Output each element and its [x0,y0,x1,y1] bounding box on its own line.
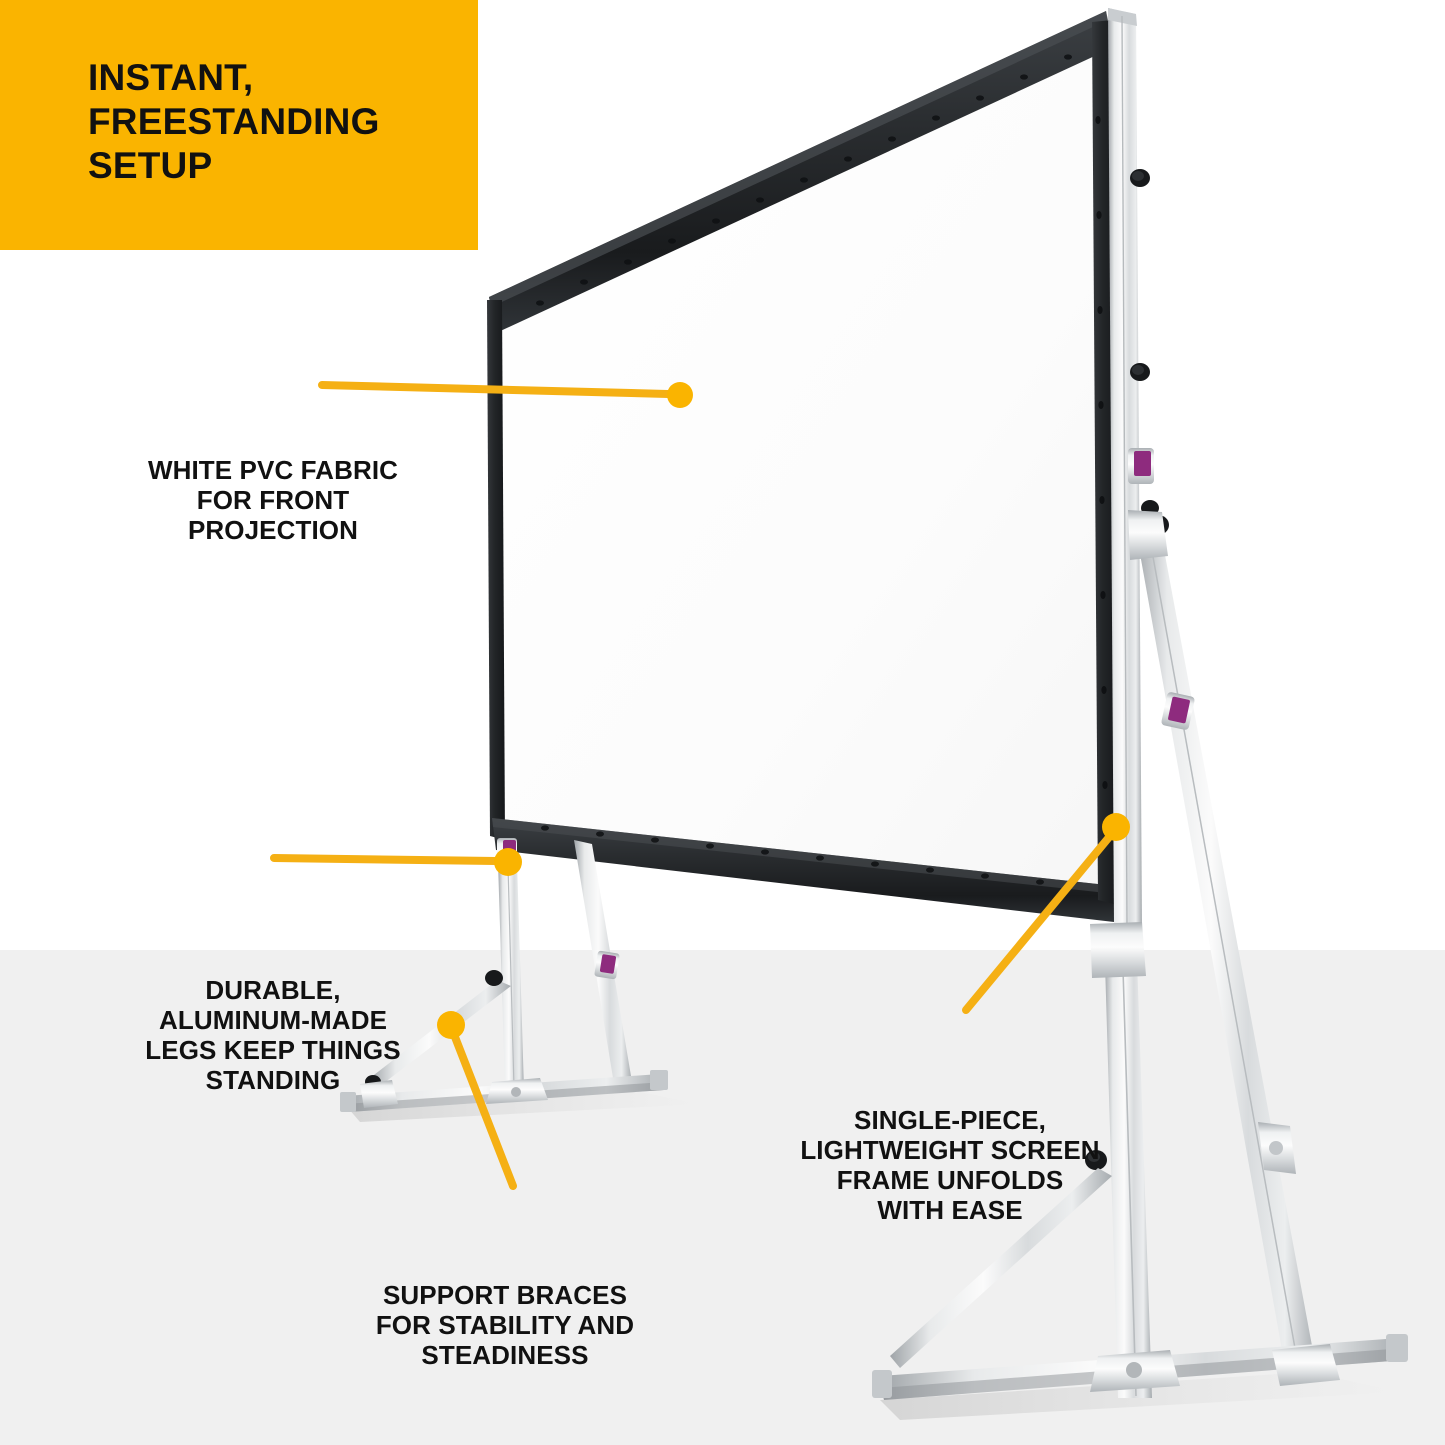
callout-fabric: WHITE PVC FABRIC FOR FRONT PROJECTION [88,455,458,545]
callout-frame: SINGLE-PIECE, LIGHTWEIGHT SCREEN FRAME U… [760,1105,1140,1225]
header-banner: INSTANT, FREESTANDING SETUP [0,0,478,250]
clip-clamp-right-top [1128,448,1154,484]
clip-clamp-right-mid [1161,692,1195,730]
left-foot-hardware [360,1080,398,1108]
clip-clamp-left-diagonal [594,950,620,980]
screen-surface [497,16,1112,908]
locking-knob [1130,169,1159,516]
callout-legs: DURABLE, ALUMINUM-MADE LEGS KEEP THINGS … [88,975,458,1095]
locking-knob [485,970,503,986]
callout-braces: SUPPORT BRACES FOR STABILITY AND STEADIN… [320,1280,690,1370]
callout-label-fabric: WHITE PVC FABRIC FOR FRONT PROJECTION [147,455,399,545]
frame-rivets-right [1095,116,1108,789]
frame-rivets-bottom [541,825,1044,885]
frame-rivets-top [536,54,1072,306]
screen-frame [487,11,1118,922]
right-mast [1108,8,1159,930]
right-leg-assembly [872,448,1408,1420]
clip-clamp-left [497,838,517,866]
callout-label-legs: DURABLE, ALUMINUM-MADE LEGS KEEP THINGS … [145,975,401,1095]
strut-joint-right [1258,1122,1296,1174]
callout-label-frame: SINGLE-PIECE, LIGHTWEIGHT SCREEN FRAME U… [800,1105,1100,1225]
page-title: INSTANT, FREESTANDING SETUP [88,57,380,186]
callout-label-braces: SUPPORT BRACES FOR STABILITY AND STEADIN… [375,1280,635,1370]
